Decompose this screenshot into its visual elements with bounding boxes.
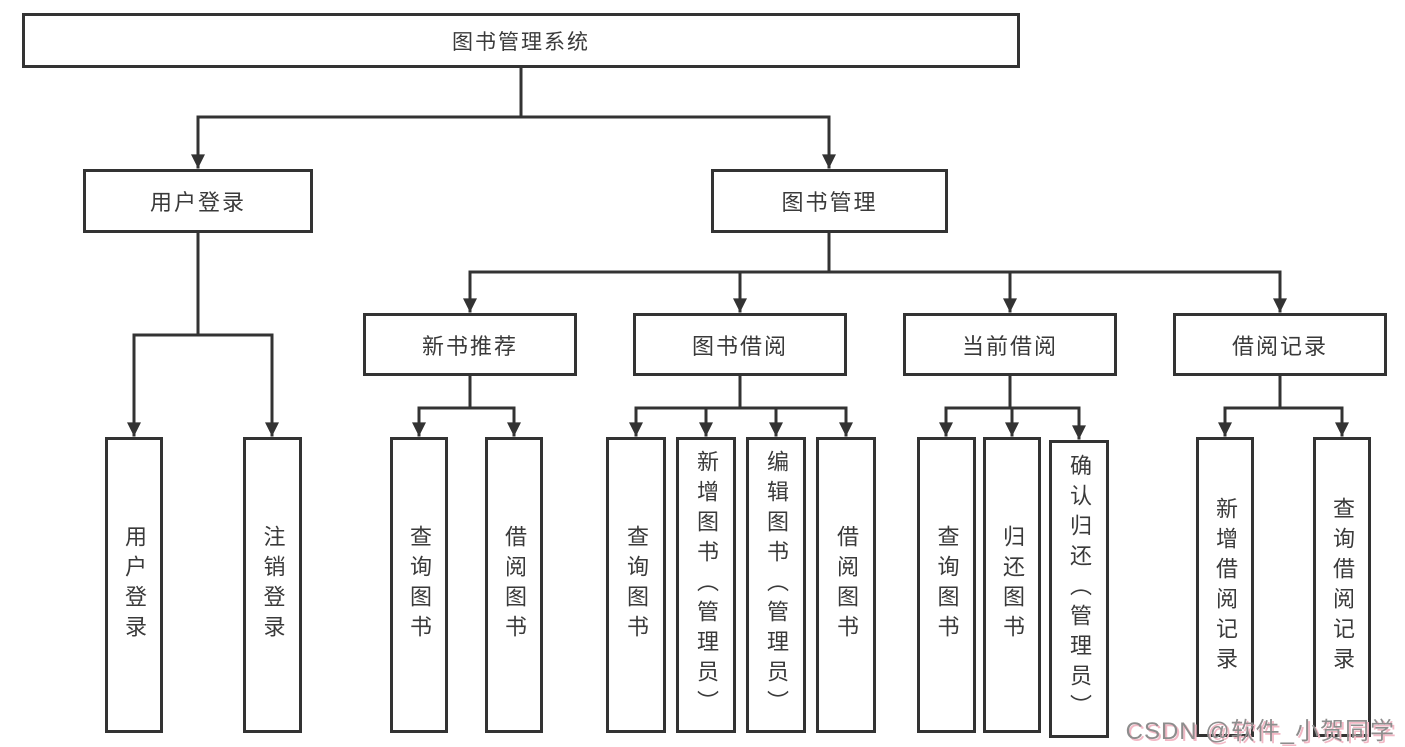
leaf-borrow-add-books-admin-label: 新增图书（管理员） (694, 450, 719, 720)
node-new-book-recommend-label: 新书推荐 (421, 333, 518, 359)
leaf-borrow-add-books-admin: 新增图书（管理员） (676, 437, 736, 733)
leaf-borrow-edit-books-admin: 编辑图书（管理员） (746, 437, 806, 733)
leaf-current-query-books-label: 查询图书 (934, 525, 960, 645)
leaf-records-query-record-label: 查询借阅记录 (1330, 497, 1355, 677)
csdn-watermark: CSDN @软件_小贺同学 (1125, 718, 1395, 745)
leaf-current-query-books: 查询图书 (917, 437, 976, 733)
node-new-book-recommend: 新书推荐 (363, 313, 577, 376)
leaf-logout: 注销登录 (243, 437, 302, 733)
leaf-records-query-record: 查询借阅记录 (1313, 437, 1371, 737)
leaf-user-login: 用户登录 (105, 437, 163, 733)
leaf-borrow-query-books-label: 查询图书 (624, 525, 649, 645)
node-library-management-system: 图书管理系统 (22, 13, 1020, 68)
node-current-borrow-label: 当前借阅 (961, 333, 1058, 359)
leaf-records-add-record: 新增借阅记录 (1196, 437, 1254, 737)
leaf-borrow-borrow-books: 借阅图书 (816, 437, 876, 733)
leaf-newbook-query-books: 查询图书 (390, 437, 448, 733)
leaf-borrow-edit-books-admin-label: 编辑图书（管理员） (764, 450, 789, 720)
node-borrow-records-label: 借阅记录 (1231, 333, 1328, 359)
leaf-borrow-borrow-books-label: 借阅图书 (834, 525, 859, 645)
node-book-borrow-label: 图书借阅 (691, 333, 788, 359)
leaf-newbook-query-books-label: 查询图书 (407, 525, 432, 645)
leaf-current-confirm-return-admin-label: 确认归还（管理员） (1067, 454, 1092, 724)
node-book-management-branch: 图书管理 (711, 169, 948, 233)
node-current-borrow: 当前借阅 (903, 313, 1117, 376)
leaf-logout-label: 注销登录 (260, 525, 286, 645)
leaf-records-add-record-label: 新增借阅记录 (1213, 497, 1238, 677)
node-user-login-branch-label: 用户登录 (149, 190, 246, 215)
leaf-newbook-borrow-books: 借阅图书 (485, 437, 543, 733)
node-borrow-records: 借阅记录 (1173, 313, 1387, 376)
leaf-current-return-books-label: 归还图书 (1000, 525, 1025, 645)
leaf-user-login-label: 用户登录 (122, 525, 147, 645)
leaf-current-confirm-return-admin: 确认归还（管理员） (1049, 440, 1109, 738)
leaf-newbook-borrow-books-label: 借阅图书 (502, 525, 527, 645)
leaf-current-return-books: 归还图书 (983, 437, 1041, 733)
node-book-management-branch-label: 图书管理 (781, 190, 878, 215)
node-book-borrow: 图书借阅 (633, 313, 847, 376)
node-library-management-system-label: 图书管理系统 (452, 30, 590, 54)
node-user-login-branch: 用户登录 (83, 169, 313, 233)
leaf-borrow-query-books: 查询图书 (606, 437, 666, 733)
